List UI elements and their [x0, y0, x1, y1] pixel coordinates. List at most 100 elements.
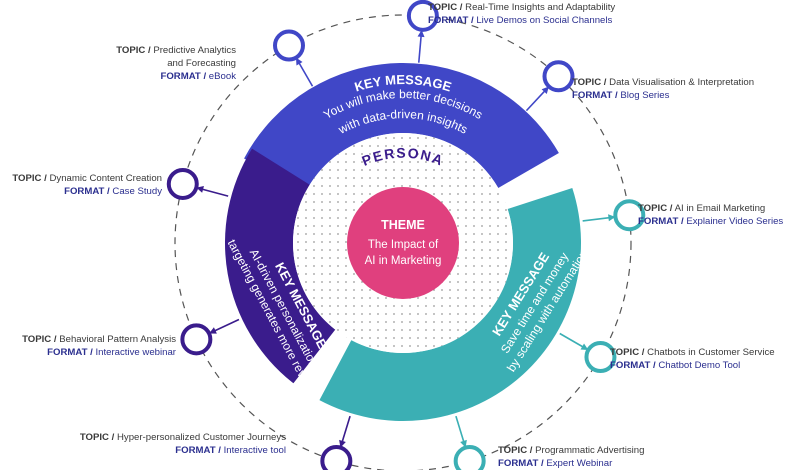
topic-line: TOPIC / Predictive Analytics — [116, 44, 236, 57]
arrow-head-icon — [296, 57, 303, 66]
format-prefix: FORMAT / — [160, 71, 207, 82]
topic-text: Predictive Analytics — [150, 45, 236, 56]
format-line: FORMAT / Expert Webinar — [498, 457, 644, 470]
topic-label: TOPIC / Hyper-personalized Customer Jour… — [80, 431, 286, 457]
topic-arrow — [559, 332, 587, 350]
topic-text: AI in Email Marketing — [672, 203, 766, 214]
topic-text: Real-Time Insights and Adaptability — [462, 2, 616, 13]
topic-prefix: TOPIC / — [638, 203, 673, 214]
topic-text-line-2: and Forecasting — [167, 58, 236, 69]
format-line: FORMAT / Blog Series — [572, 89, 754, 102]
format-line: FORMAT / Chatbot Demo Tool — [610, 359, 775, 372]
topic-prefix: TOPIC / — [428, 2, 463, 13]
topic-line: TOPIC / Behavioral Pattern Analysis — [22, 333, 176, 346]
format-text: Expert Webinar — [543, 458, 613, 469]
topic-nodes — [166, 0, 646, 475]
topic-arrow — [296, 59, 314, 87]
topic-arrow — [210, 318, 240, 334]
topic-prefix: TOPIC / — [572, 77, 607, 88]
format-line: FORMAT / Live Demos on Social Channels — [428, 14, 615, 27]
topic-node — [584, 341, 617, 373]
format-line: FORMAT / Interactive tool — [80, 444, 286, 457]
topic-prefix: TOPIC / — [12, 173, 47, 184]
arrow-head-icon — [417, 29, 425, 38]
topic-prefix: TOPIC / — [22, 334, 57, 345]
key-message-segments — [225, 62, 582, 422]
topic-text: Dynamic Content Creation — [46, 173, 162, 184]
topic-line: TOPIC / Chatbots in Customer Service — [610, 346, 775, 359]
format-prefix: FORMAT / — [638, 216, 684, 227]
format-line: FORMAT / Explainer Video Series — [638, 215, 783, 228]
key-message-segment-top — [244, 62, 559, 192]
format-line: FORMAT / eBook — [116, 70, 236, 83]
theme-title: THEME — [381, 218, 425, 232]
arrow-head-icon — [608, 214, 616, 222]
topic-line: TOPIC / Real-Time Insights and Adaptabil… — [428, 1, 615, 14]
topic-line: TOPIC / Dynamic Content Creation — [12, 172, 162, 185]
topic-arrow — [340, 415, 351, 446]
topic-text: Programmatic Advertising — [532, 445, 645, 456]
topic-node — [613, 199, 646, 232]
format-text: Interactive tool — [220, 445, 286, 456]
format-prefix: FORMAT / — [572, 90, 618, 101]
topic-arrow — [198, 187, 229, 197]
topic-text: Hyper-personalized Customer Journeys — [114, 432, 286, 443]
topic-prefix: TOPIC / — [610, 347, 645, 358]
topic-node — [273, 29, 305, 62]
topic-node — [166, 167, 199, 200]
topic-text: Data Visualisation & Interpretation — [606, 77, 755, 88]
topic-line: TOPIC / Programmatic Advertising — [498, 444, 644, 457]
format-text: Blog Series — [617, 90, 670, 101]
topic-text: Behavioral Pattern Analysis — [56, 334, 176, 345]
topic-node — [453, 445, 486, 475]
theme-line-1: The Impact of — [368, 239, 439, 251]
format-text: Live Demos on Social Channels — [473, 15, 613, 26]
arrow-head-icon — [580, 343, 589, 350]
topic-text: Chatbots in Customer Service — [644, 347, 775, 358]
format-line: FORMAT / Interactive webinar — [22, 346, 176, 359]
theme-line-2: AI in Marketing — [365, 255, 442, 267]
format-prefix: FORMAT / — [610, 360, 656, 371]
format-prefix: FORMAT / — [428, 15, 474, 26]
format-text: Interactive webinar — [92, 347, 176, 358]
arrow-head-icon — [209, 327, 217, 334]
key-message-segment-left — [225, 148, 336, 384]
format-text: eBook — [206, 71, 236, 82]
format-text: Explainer Video Series — [683, 216, 784, 227]
topic-line: TOPIC / Hyper-personalized Customer Jour… — [80, 431, 286, 444]
arrow-head-icon — [541, 86, 549, 94]
topic-arrow — [455, 415, 466, 446]
topic-label: TOPIC / Data Visualisation & Interpretat… — [572, 76, 754, 102]
topic-node — [180, 323, 213, 356]
key-message-segment-right — [319, 187, 582, 422]
topic-node — [406, 0, 439, 32]
format-line: FORMAT / Case Study — [12, 185, 162, 198]
topic-line: TOPIC / Data Visualisation & Interpretat… — [572, 76, 754, 89]
format-prefix: FORMAT / — [498, 458, 544, 469]
format-text: Chatbot Demo Tool — [655, 360, 741, 371]
topic-node — [320, 445, 353, 475]
format-prefix: FORMAT / — [64, 186, 110, 197]
topic-label: TOPIC / Real-Time Insights and Adaptabil… — [428, 1, 615, 27]
topic-prefix: TOPIC / — [79, 432, 115, 443]
key-message-top-heading: KEY MESSAGE — [353, 72, 454, 95]
theme-circle — [347, 187, 459, 299]
format-prefix: FORMAT / — [175, 445, 221, 456]
topic-prefix: TOPIC / — [116, 45, 151, 56]
topic-prefix: TOPIC / — [498, 445, 533, 456]
topic-arrow — [582, 216, 614, 222]
topic-arrow — [417, 31, 423, 63]
topic-line: TOPIC / AI in Email Marketing — [638, 202, 783, 215]
format-prefix: FORMAT / — [47, 347, 93, 358]
format-text: Case Study — [109, 186, 162, 197]
topic-arrow — [525, 87, 549, 112]
topic-node — [542, 60, 575, 93]
